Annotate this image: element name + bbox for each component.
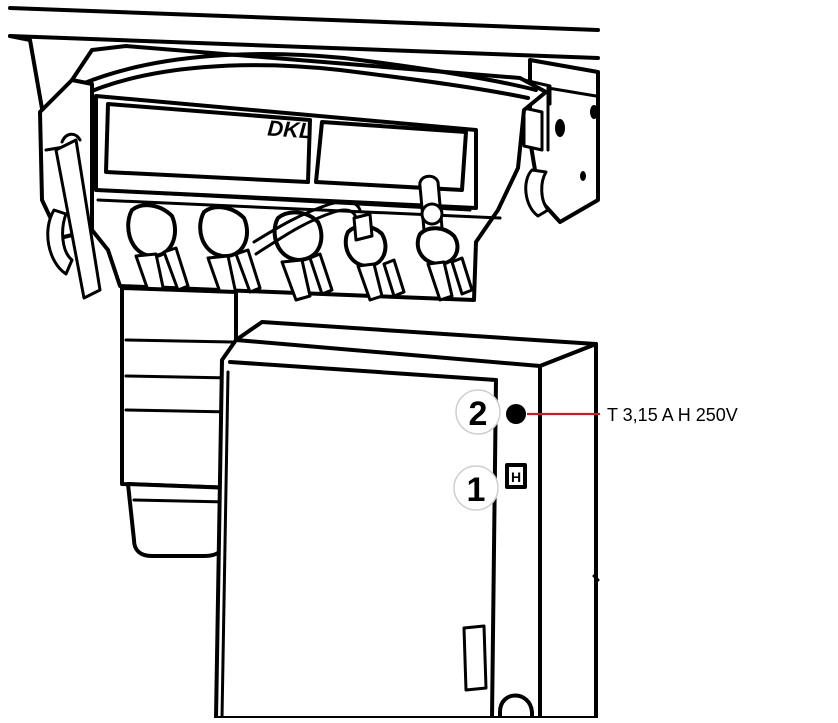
cylinder-unit <box>120 286 238 558</box>
cabinet <box>214 320 600 720</box>
brand-label: DKL <box>267 115 314 143</box>
fuse-rating-label: T 3,15 A H 250V <box>607 405 738 425</box>
callout-number-2: 2 <box>469 395 488 433</box>
top-bar <box>8 6 600 122</box>
support-arm <box>522 58 600 224</box>
callout-badge-1: 1 <box>453 465 499 511</box>
callout-badge-2: 2 <box>455 389 501 435</box>
callout-number-1: 1 <box>467 471 486 509</box>
switch-glyph: H <box>511 469 521 485</box>
instrument-holders <box>46 132 474 302</box>
main-switch[interactable]: H <box>505 463 527 489</box>
fuse-holder-icon[interactable] <box>506 404 526 424</box>
